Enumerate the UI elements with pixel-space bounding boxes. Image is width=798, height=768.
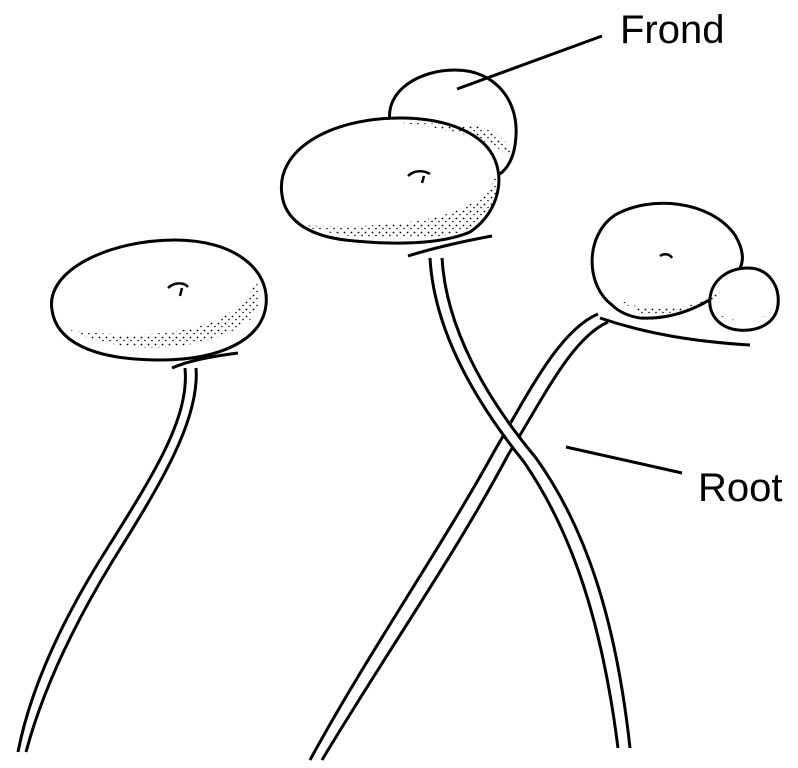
root-left [18, 368, 185, 752]
frond-leader-line [457, 36, 602, 89]
root-label: Root [698, 468, 783, 508]
frond-label: Frond [620, 10, 725, 50]
root-right [310, 314, 598, 760]
plant-middle [281, 70, 630, 748]
frond-right-daughter [710, 268, 778, 330]
plant-left [18, 240, 266, 752]
root-leader-line [566, 447, 682, 473]
